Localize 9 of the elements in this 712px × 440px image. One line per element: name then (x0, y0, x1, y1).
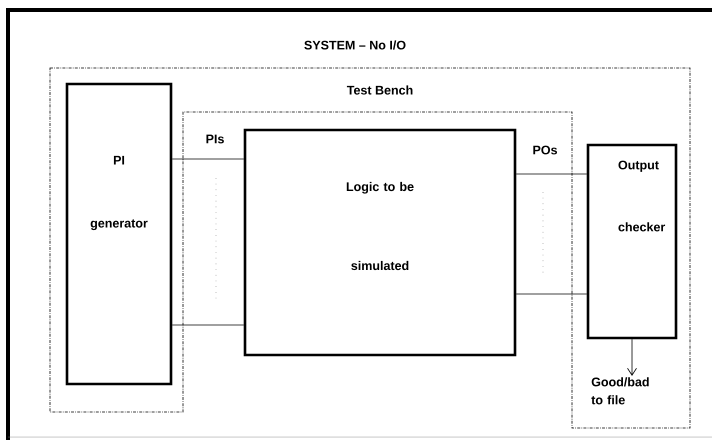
block-box: Output checker (586, 144, 678, 340)
block-box: Logic to be simulated (244, 128, 516, 356)
edge-label: POs (533, 146, 557, 154)
block-box: PI generator (66, 82, 172, 386)
edge-label: PIs (206, 134, 224, 144)
connector-line (172, 324, 244, 326)
connector-line (172, 158, 244, 160)
output-text: Good/bad to file (591, 377, 649, 404)
connector-line (627, 338, 637, 376)
